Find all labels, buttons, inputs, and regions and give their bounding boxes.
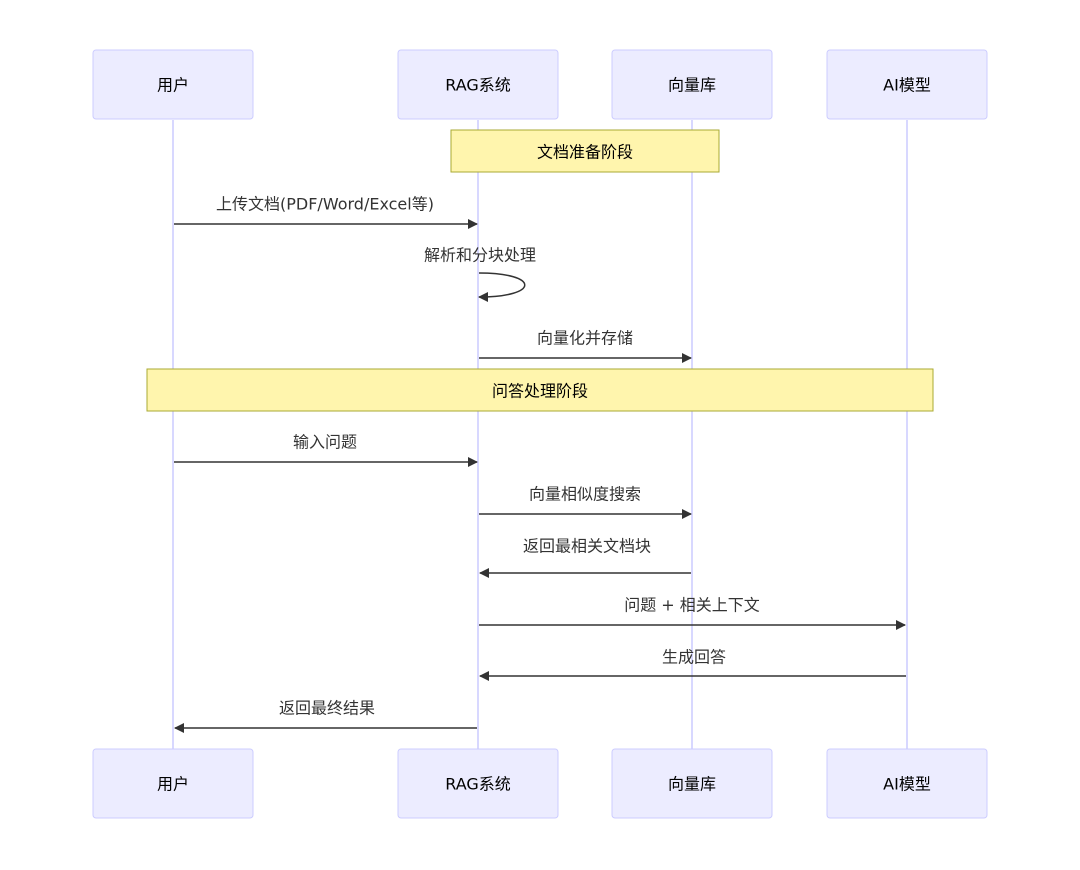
message-question-plus-context: 问题 + 相关上下文 (479, 596, 906, 630)
actor-box-rag-bottom: RAG系统 (397, 748, 559, 819)
actor-label-ai-model-bottom: AI模型 (883, 775, 931, 794)
message-label-generate-answer: 生成回答 (662, 648, 726, 667)
actor-label-rag-bottom: RAG系统 (445, 775, 511, 794)
message-label-input-question: 输入问题 (293, 433, 357, 452)
message-label-similarity-search: 向量相似度搜索 (529, 485, 641, 504)
actor-box-ai-model-bottom: AI模型 (826, 748, 988, 819)
actor-label-user-bottom: 用户 (157, 775, 189, 794)
actor-label-vector-db: 向量库 (668, 76, 716, 95)
message-label-return-relevant-chunks: 返回最相关文档块 (523, 537, 651, 556)
note-label-document-preparation: 文档准备阶段 (537, 143, 633, 162)
actor-label-vector-db-bottom: 向量库 (668, 775, 716, 794)
message-arrow-parse-and-chunk (478, 272, 526, 302)
actor-label-ai-model: AI模型 (883, 76, 931, 95)
message-return-final-result: 返回最终结果 (174, 699, 477, 733)
message-label-return-final-result: 返回最终结果 (279, 699, 375, 718)
message-parse-and-chunk: 解析和分块处理 (424, 246, 536, 302)
message-label-vectorize-and-store: 向量化并存储 (537, 329, 633, 348)
actor-box-rag: RAG系统 (397, 49, 559, 120)
actor-box-user: 用户 (92, 49, 254, 120)
actors-top: 用户 RAG系统 向量库 AI模型 (92, 49, 988, 120)
actor-box-user-bottom: 用户 (92, 748, 254, 819)
actor-box-vector-db-bottom: 向量库 (611, 748, 773, 819)
actor-box-vector-db: 向量库 (611, 49, 773, 120)
message-generate-answer: 生成回答 (479, 648, 906, 681)
note-document-preparation: 文档准备阶段 (450, 129, 720, 173)
message-similarity-search: 向量相似度搜索 (479, 485, 692, 519)
note-label-question-answering: 问答处理阶段 (492, 382, 588, 401)
message-label-parse-and-chunk: 解析和分块处理 (424, 246, 536, 265)
message-label-question-plus-context: 问题 + 相关上下文 (624, 596, 760, 615)
actor-label-rag: RAG系统 (445, 76, 511, 95)
message-return-relevant-chunks: 返回最相关文档块 (479, 537, 691, 578)
actors-bottom: 用户 RAG系统 向量库 AI模型 (92, 748, 988, 819)
message-vectorize-and-store: 向量化并存储 (479, 329, 692, 363)
actor-box-ai-model: AI模型 (826, 49, 988, 120)
note-question-answering: 问答处理阶段 (146, 368, 934, 412)
message-upload-documents: 上传文档(PDF/Word/Excel等) (174, 195, 478, 229)
message-input-question: 输入问题 (174, 433, 478, 467)
message-label-upload-documents: 上传文档(PDF/Word/Excel等) (216, 195, 434, 214)
actor-label-user: 用户 (157, 76, 189, 95)
lifelines (172, 120, 908, 749)
